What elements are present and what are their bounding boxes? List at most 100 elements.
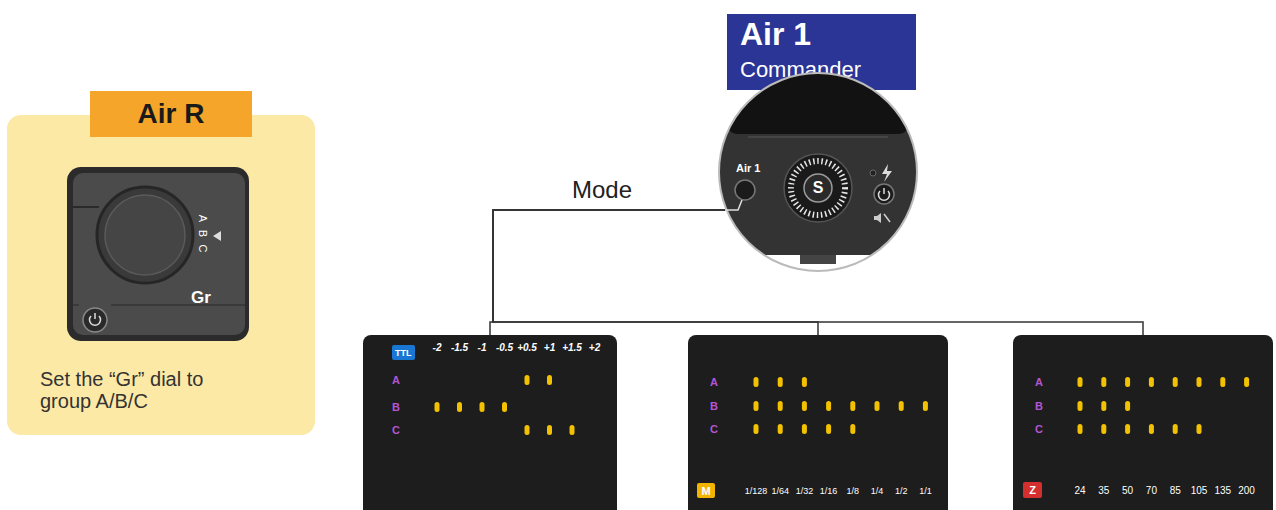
scale-value: 1/1 [919,487,932,496]
group-letter: B [392,402,400,413]
indicator-dot [923,401,928,411]
group-letter: A [710,377,718,388]
indicator-dot [826,401,831,411]
indicator-dot [525,425,530,435]
dial-letter: C [197,245,208,253]
indicator-dot [899,401,904,411]
commander-device: Air 1 S [718,72,918,272]
indicator-dot [1149,377,1154,387]
dial-button-label: S [813,180,824,196]
indicator-dot [754,424,759,434]
dial-letter: B [197,230,208,237]
indicator-dot [850,401,855,411]
instruction-text: Set the “Gr” dial to group A/B/C [40,368,255,412]
indicator-dot [1197,377,1202,387]
dial-letter: A [197,215,208,222]
indicator-dot [1149,424,1154,434]
group-letter: C [392,425,400,436]
scale-value: 1/4 [871,487,884,496]
indicator-dot [1220,377,1225,387]
badge-text: TTL [395,348,412,357]
scale-value: 1/16 [820,487,838,496]
indicator-dot [1197,424,1202,434]
scale-value: 1/128 [745,487,768,496]
indicator-dot [525,375,530,385]
group-letter: B [710,401,718,412]
scale-value: 1/32 [796,487,814,496]
group-letter: C [710,424,718,435]
scale-value: 1/8 [847,487,860,496]
panel-title: Air R [138,100,205,128]
scale-value: +2 [589,343,600,353]
indicator-dot [826,424,831,434]
group-letter: C [1035,424,1043,435]
badge-text: M [701,485,710,496]
indicator-dot [1244,377,1249,387]
scale-value: 105 [1191,486,1208,496]
scale-value: 85 [1170,486,1181,496]
indicator-dot [1078,401,1083,411]
scale-value: 50 [1122,486,1133,496]
indicator-dots [363,335,617,510]
indicator-dot [1125,401,1130,411]
indicator-dot [1078,424,1083,434]
group-dial-label: Gr [191,289,211,306]
scale-value: 70 [1146,486,1157,496]
mode-badge: TTL [392,345,415,360]
indicator-dot [1173,424,1178,434]
indicator-dot [754,377,759,387]
badge-text: Z [1029,485,1036,496]
group-letter: B [1035,401,1043,412]
scale-value: 24 [1074,486,1085,496]
indicator-dot [778,424,783,434]
scale-value: +1.5 [562,343,582,353]
zoom-screen: A B C 24 35 50 70 85 105 135 200 Z [1013,335,1273,510]
indicator-dot [802,424,807,434]
scale-value: 35 [1098,486,1109,496]
scale-value: +1 [544,343,555,353]
scale-value: 200 [1238,486,1255,496]
scale-value: -2 [433,343,442,353]
indicator-dot [547,375,552,385]
scale-value: -1 [478,343,487,353]
indicator-dot [875,401,880,411]
indicator-dot [1078,377,1083,387]
mode-badge: Z [1023,482,1042,498]
indicator-dots [1013,335,1273,510]
scale-value: +0.5 [517,343,537,353]
indicator-dot [778,401,783,411]
indicator-dot [570,425,575,435]
scale-value: 1/2 [895,487,908,496]
mode-badge: M [697,483,715,498]
scale-value: 135 [1214,486,1231,496]
indicator-dot [1125,424,1130,434]
indicator-dot [802,401,807,411]
manual-screen: A B C 1/1281/64 1/32 1/16 1/8 1/4 1/2 1/1 M [688,335,948,510]
group-letter: A [1035,377,1043,388]
indicator-dot [754,401,759,411]
indicator-dot [850,424,855,434]
indicator-dot [457,402,462,412]
indicator-dot [1125,377,1130,387]
indicator-dot [1101,377,1106,387]
scale-value: -1.5 [451,343,468,353]
mode-label: Mode [572,178,632,202]
indicator-dots [688,335,948,510]
scale-value: -0.5 [496,343,513,353]
indicator-dot [778,377,783,387]
indicator-dot [1101,401,1106,411]
indicator-dot [502,402,507,412]
mode-connector [490,210,726,335]
ttl-screen: -2 -1.5 -1 -0.5 +0.5 +1 +1.5 +2A B C TTL [363,335,617,510]
group-letter: A [392,375,400,386]
indicator-dot [547,425,552,435]
indicator-dot [1101,424,1106,434]
device-label: Air 1 [736,162,760,174]
commander-title: Air 1 [740,17,811,52]
indicator-dot [1173,377,1178,387]
indicator-dot [802,377,807,387]
indicator-dot [435,402,440,412]
indicator-dot [480,402,485,412]
scale-value: 1/64 [771,487,789,496]
panel-header: Air R [90,91,252,137]
